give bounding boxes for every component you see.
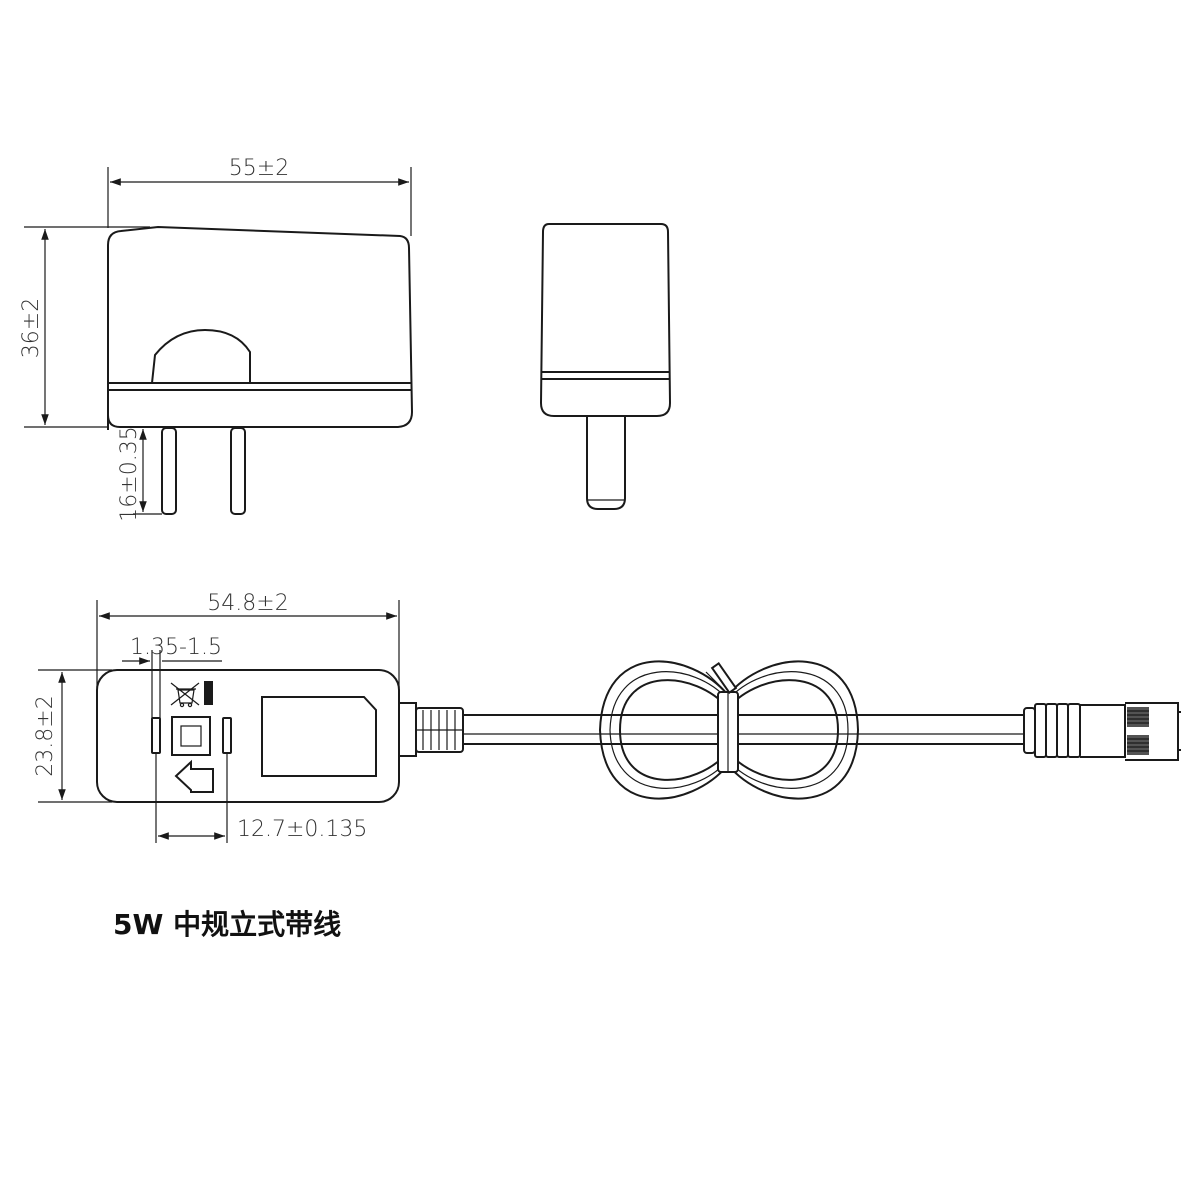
indoor-use-icon [174,759,214,793]
weee-bar [204,681,213,705]
plug-grip-texture [1127,707,1149,755]
side-view [539,223,672,510]
dim-top-width-label: 55±2 [229,156,289,181]
strain-relief [399,702,464,757]
front-view-body [107,225,414,430]
label-window [261,696,377,777]
dim-top-height-label: 36±2 [19,298,44,358]
dim-pin-thickness-label: 1.35-1.5 [130,635,222,660]
front-view-dome [151,328,251,384]
double-insulation-icon [171,716,211,756]
dc-plug [1023,702,1181,761]
dim-bottom-height-label: 23.8±2 [33,695,58,776]
double-insulation-inner [180,725,202,747]
pin-slot-left [151,717,161,754]
side-view-body [539,223,672,417]
dim-pin-length-label: 16±0.35 [117,426,142,521]
bottom-view-body [96,669,400,803]
bottom-view: 54.8±2 1.35-1.5 23.8±2 12.7±0.135 [33,591,1181,843]
pin-slot-right [222,717,232,754]
side-view-pin [586,417,626,510]
drawing-caption: 5W 中规立式带线 [113,908,342,941]
front-view: 55±2 36±2 16±0.35 [19,156,414,522]
dim-bottom-width-label: 54.8±2 [207,591,288,616]
front-view-pin-right [230,427,246,515]
dim-pin-spacing-label: 12.7±0.135 [237,817,367,842]
front-view-pin-left [161,427,177,515]
cable-tie [705,662,739,773]
weee-icon [170,682,200,708]
